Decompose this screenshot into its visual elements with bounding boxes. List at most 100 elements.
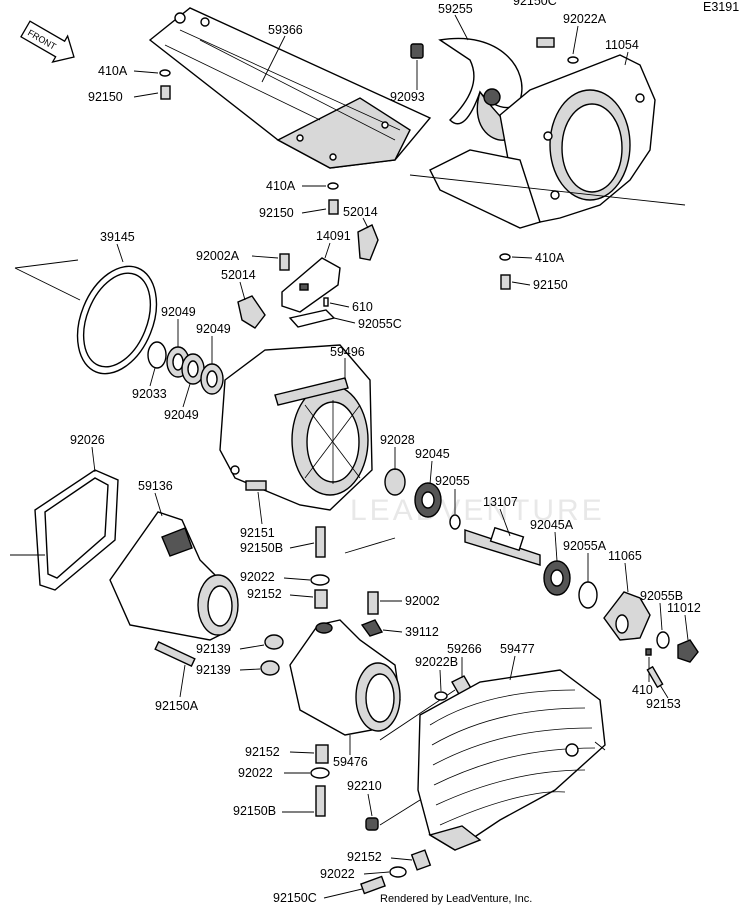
diagram-code: E3191: [703, 0, 739, 14]
collar-92152: [410, 849, 432, 871]
washer-92022b: [434, 691, 448, 701]
callout-92022-3: 92022: [320, 867, 355, 881]
callout-92153: 92153: [646, 697, 681, 711]
callout-610: 610: [352, 300, 373, 314]
o-ring-92055: [449, 514, 461, 530]
collar-92152: [314, 589, 328, 609]
callout-92055: 92055: [435, 474, 470, 488]
ride-plate-59366: [148, 7, 432, 169]
circlip-92033: [147, 341, 167, 369]
washer-92022: [310, 767, 330, 779]
callout-39145: 39145: [100, 230, 135, 244]
callout-92049-1: 92049: [161, 305, 196, 319]
callout-92139-2: 92139: [196, 663, 231, 677]
bolt-92150a: [154, 640, 196, 668]
callout-92049-2: 92049: [196, 322, 231, 336]
callout-92026: 92026: [70, 433, 105, 447]
bolt-92150: [160, 85, 171, 100]
callout-92150-2: 92150: [259, 206, 294, 220]
o-ring-92055b: [656, 631, 670, 649]
callout-92045: 92045: [415, 447, 450, 461]
washer-92022: [310, 574, 330, 586]
callout-92150c-bottom: 92150C: [273, 891, 317, 905]
bolt-92002: [367, 591, 379, 615]
callout-59136: 59136: [138, 479, 173, 493]
bolt-92150b: [315, 785, 326, 817]
callout-11054: 11054: [605, 38, 639, 52]
callout-14091: 14091: [316, 229, 351, 243]
callout-92049-3: 92049: [164, 408, 199, 422]
washer-410a: [159, 69, 171, 77]
washer-410a: [499, 253, 511, 261]
bolt-92150c: [360, 875, 386, 895]
washer-92022a: [567, 56, 579, 64]
callout-92055a: 92055A: [563, 539, 607, 553]
bolt-92150: [328, 199, 339, 215]
nozzle-59136: [109, 511, 239, 641]
pump-bowl-59496: [219, 344, 373, 511]
callout-92139-1: 92139: [196, 642, 231, 656]
callout-92022-2: 92022: [238, 766, 273, 780]
callout-92022b: 92022B: [415, 655, 458, 669]
o-ring-92055a: [578, 581, 598, 609]
washer-410a: [327, 182, 339, 190]
steering-nozzle-59476: [289, 619, 401, 736]
bolt-92150b: [315, 526, 326, 558]
callout-59496: 59496: [330, 345, 365, 359]
fitting-52014: [237, 295, 266, 329]
pump-case-11054: [429, 54, 656, 229]
callout-59255: 59255: [438, 2, 473, 16]
callout-92045a: 92045A: [530, 518, 574, 532]
cap-11065: [603, 591, 651, 641]
callout-92152-2: 92152: [245, 745, 280, 759]
callout-92150b-1: 92150B: [240, 541, 283, 555]
callout-92152-1: 92152: [247, 587, 282, 601]
callout-92002a: 92002A: [196, 249, 240, 263]
watermark-text: LEADVENTURE: [350, 494, 605, 527]
bushing-92139: [264, 634, 284, 650]
callout-410a-1: 410A: [98, 64, 128, 78]
callout-410a-2: 410A: [266, 179, 296, 193]
callout-92210: 92210: [347, 779, 382, 793]
washer-92022: [389, 866, 407, 878]
cap-92210: [365, 817, 379, 831]
nut-92093: [410, 43, 424, 59]
callout-92055c: 92055C: [358, 317, 402, 331]
front-direction-arrow: FRONT: [20, 20, 75, 63]
bolt-92002a: [279, 253, 290, 271]
callout-92055b: 92055B: [640, 589, 683, 603]
callout-59366: 59366: [268, 23, 303, 37]
callout-39112: 39112: [405, 625, 439, 639]
callout-92002: 92002: [405, 594, 440, 608]
callout-92028: 92028: [380, 433, 415, 447]
callout-11012: 11012: [667, 601, 701, 615]
bolt-92150: [500, 274, 511, 290]
gasket-92055c: [288, 309, 336, 328]
washer-410: [645, 648, 652, 656]
callout-92150b-2: 92150B: [233, 804, 276, 818]
callout-11065: 11065: [608, 549, 642, 563]
sensor-14091: [281, 257, 341, 313]
callout-410: 410: [632, 683, 653, 697]
reverse-bucket-59477: [417, 669, 606, 851]
callout-59477: 59477: [500, 642, 535, 656]
callout-52014-2: 52014: [221, 268, 256, 282]
drive-shaft-13107: [464, 526, 541, 566]
gasket-92026: [34, 469, 119, 591]
callout-92152-3: 92152: [347, 850, 382, 864]
callout-92150a: 92150A: [155, 699, 199, 713]
callout-410a-3: 410A: [535, 251, 565, 265]
clip-39112: [360, 619, 384, 637]
bolt-92150c: [536, 37, 555, 48]
fitting-52014: [357, 224, 379, 261]
callout-13107: 13107: [483, 495, 518, 509]
callout-59476: 59476: [333, 755, 368, 769]
callout-92150-1: 92150: [88, 90, 123, 104]
callout-52014-1: 52014: [343, 205, 378, 219]
bushing-92139: [260, 660, 280, 676]
callout-92033: 92033: [132, 387, 167, 401]
plug-11012: [677, 639, 699, 663]
callout-59266: 59266: [447, 642, 482, 656]
callout-92022a: 92022A: [563, 12, 607, 26]
